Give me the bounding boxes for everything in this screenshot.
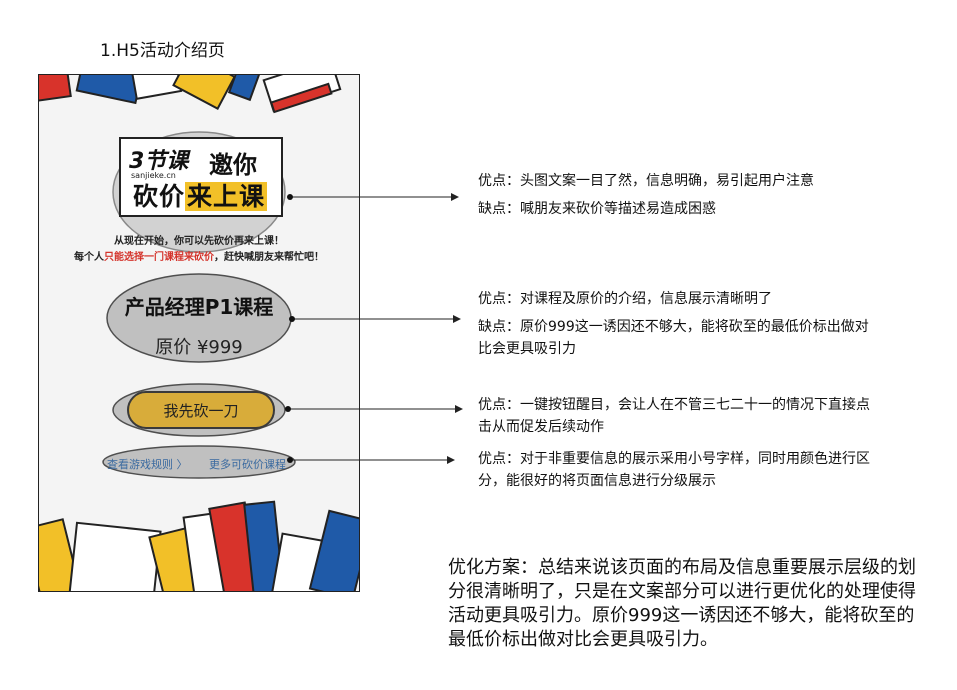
intro-line-2: 每个人只能选择一门课程来砍价，赶快喊朋友来帮忙吧！ <box>39 248 359 263</box>
intro-line-2-start: 每个人 <box>74 252 104 263</box>
annotation-line: 优点：对课程及原价的介绍，信息展示清晰明了 <box>478 291 772 307</box>
intro-line-2-emphasis: 只能选择一门课程来砍价 <box>104 252 214 263</box>
invite-text: 邀你 <box>209 151 257 179</box>
annotation-line: 击从而促发后续动作 <box>478 419 604 435</box>
more-courses-link[interactable]: 更多可砍价课程 <box>209 458 286 471</box>
intro-line-2-end: ，赶快喊朋友来帮忙吧！ <box>214 252 324 263</box>
annotation-line: 优点：一键按钮醒目，会让人在不管三七二十一的情况下直接点 <box>478 397 870 413</box>
annotation-headline: 优点：头图文案一目了然，信息明确，易引起用户注意 缺点：喊朋友来砍价等描述易造成… <box>478 170 814 220</box>
game-rules-link[interactable]: 查看游戏规则 〉 <box>107 458 188 471</box>
brand-logo: 3节课 <box>129 149 189 174</box>
annotation-course-info: 优点：对课程及原价的介绍，信息展示清晰明了 缺点：原价999这一诱因还不够大，能… <box>478 288 869 360</box>
cut-text-highlight: 来上课 <box>185 182 268 211</box>
annotation-links: 优点：对于非重要信息的展示采用小号字样，同时用颜色进行区 分，能很好的将页面信息… <box>478 448 870 492</box>
annotation-line: 比会更具吸引力 <box>478 341 576 357</box>
cut-price-button[interactable]: 我先砍一刀 <box>127 391 275 429</box>
annotation-line: 优点：对于非重要信息的展示采用小号字样，同时用颜色进行区 <box>478 451 870 467</box>
annotation-line: 缺点：喊朋友来砍价等描述易造成困惑 <box>478 201 716 217</box>
headline-cut-text: 砍价来上课 <box>133 177 268 213</box>
annotation-line: 优点：头图文案一目了然，信息明确，易引起用户注意 <box>478 173 814 189</box>
headline-banner: 3节课 sanjieke.cn 邀你 砍价来上课 <box>119 137 283 217</box>
annotation-line: 缺点：原价999这一诱因还不够大，能将砍至的最低价标出做对 <box>478 319 869 335</box>
course-price: 原价 ¥999 <box>155 337 243 358</box>
optimization-summary: 优化方案：总结来说该页面的布局及信息重要展示层级的划分很清晰明了，只是在文案部分… <box>448 557 916 650</box>
annotation-button: 优点：一键按钮醒目，会让人在不管三七二十一的情况下直接点 击从而促发后续动作 <box>478 394 870 438</box>
phone-mockup: 3节课 sanjieke.cn 邀你 砍价来上课 从现在开始，你可以先砍价再来上… <box>38 74 360 592</box>
section-title: 1.H5活动介绍页 <box>100 41 225 61</box>
brand-domain: sanjieke.cn <box>131 171 176 180</box>
cut-text-prefix: 砍价 <box>133 182 186 211</box>
course-name: 产品经理P1课程 <box>124 295 274 319</box>
annotation-line: 分，能很好的将页面信息进行分级展示 <box>478 473 716 489</box>
intro-line-1: 从现在开始，你可以先砍价再来上课！ <box>114 236 284 247</box>
